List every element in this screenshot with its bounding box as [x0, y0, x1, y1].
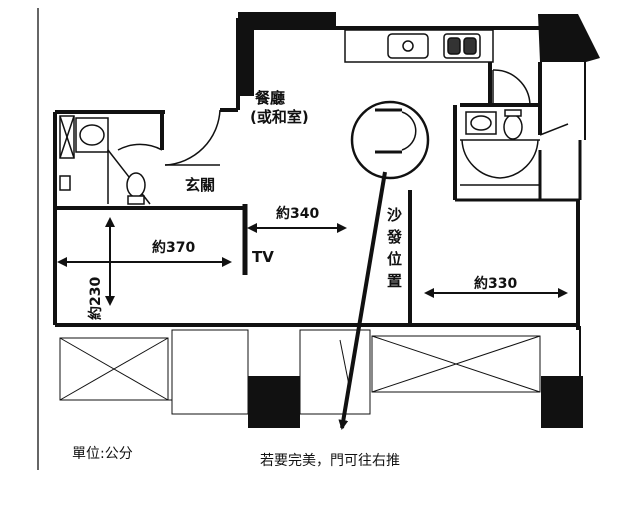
dining-label: 餐廳: [255, 89, 285, 107]
pillar-top-left: [238, 12, 336, 30]
toilet-icon: [126, 172, 146, 198]
right-toilet-icon: [503, 114, 523, 140]
sofa-label-4: 置: [387, 272, 402, 290]
door-advice-note: 若要完美，門可往右推: [260, 453, 400, 469]
pillar-bottom-left: [248, 376, 300, 428]
kitchen-counter: [344, 29, 494, 63]
unit-note: 單位:公分: [72, 446, 133, 462]
door-arc: [375, 108, 402, 154]
left-room-width-label: 約370: [152, 239, 195, 256]
entrance-door-swing: [164, 109, 221, 166]
entrance-label: 玄關: [185, 176, 215, 194]
pillar-top-left-2: [236, 18, 254, 96]
dining-alt-label: (或和室): [250, 108, 309, 126]
left-bathroom: [59, 115, 163, 205]
pillar-bottom-right: [541, 376, 583, 428]
left-room-depth-label: 約230: [87, 277, 104, 320]
living-width-label: 約340: [276, 205, 319, 222]
sofa-label-3: 位: [387, 250, 402, 268]
sofa-highlight-circle: [350, 100, 430, 180]
door-advice-arrow: [338, 171, 387, 430]
sofa-label-1: 沙: [387, 206, 402, 224]
tv-label: TV: [252, 248, 274, 266]
pillar-top-right: [538, 14, 600, 62]
right-room-width-label: 約330: [474, 275, 517, 292]
walls: [53, 26, 586, 410]
sofa-label-2: 發: [386, 228, 403, 246]
balcony: [59, 325, 580, 415]
right-bathroom: [460, 69, 569, 186]
